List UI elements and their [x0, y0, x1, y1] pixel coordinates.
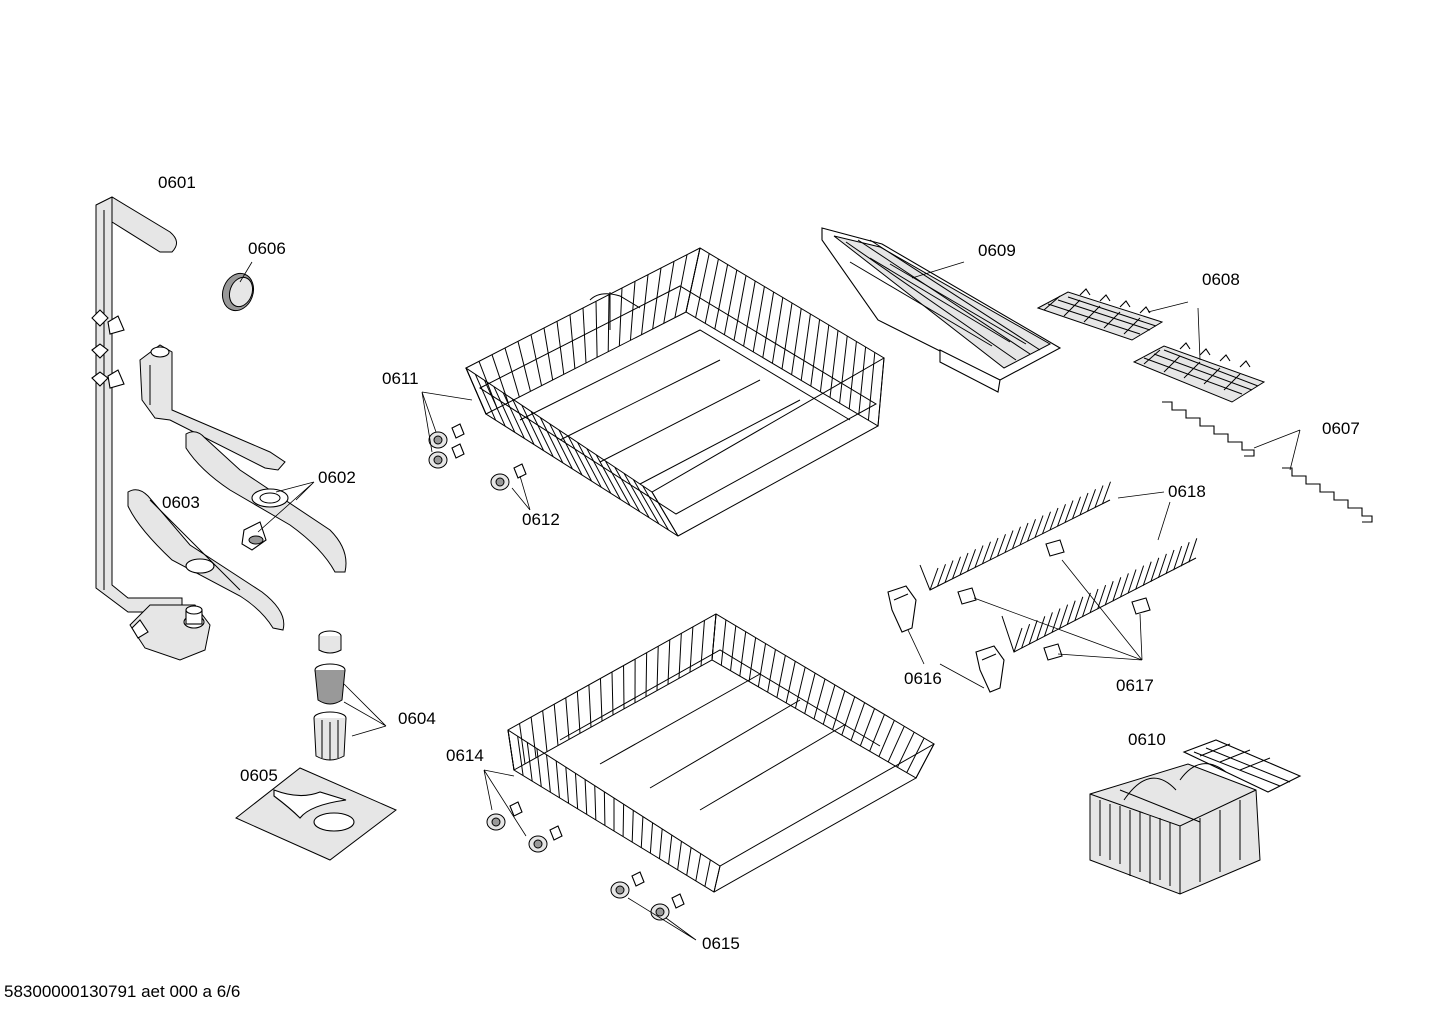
part-0618-tine-rows [919, 481, 1198, 653]
part-0612-upper-wheels [490, 463, 527, 491]
part-0607-step-clips [1162, 401, 1373, 523]
part-0605-flat-filter [235, 767, 397, 861]
part-0616-rack-stops [887, 585, 1005, 693]
part-0614-lower-wheels [486, 801, 563, 853]
part-0610-cutlery-basket [1089, 739, 1302, 895]
part-0604-filters [313, 630, 347, 761]
label-0607: 0607 [1322, 419, 1360, 438]
drawing-reference-code: 58300000130791 aet 000 a 6/6 [4, 982, 241, 1001]
leader-lines [239, 261, 1301, 941]
label-0616: 0616 [904, 669, 942, 688]
label-0612: 0612 [522, 510, 560, 529]
label-0618: 0618 [1168, 482, 1206, 501]
label-0609: 0609 [978, 241, 1016, 260]
part-0606-nozzle [221, 272, 255, 312]
part-0615-lower-wheels [610, 871, 685, 921]
label-0606: 0606 [248, 239, 286, 258]
label-0601: 0601 [158, 173, 196, 192]
part-0617-clips [957, 539, 1151, 661]
label-0611: 0611 [382, 369, 419, 388]
part-0609-cutlery-tray [821, 227, 1062, 393]
label-0615: 0615 [702, 934, 740, 953]
label-0608: 0608 [1202, 270, 1240, 289]
part-0603-lower-spray-arm [127, 489, 285, 631]
lower-basket [507, 613, 935, 893]
part-0608-clip-racks [1036, 288, 1266, 403]
upper-basket [465, 247, 885, 537]
part-0611-upper-wheels [428, 423, 465, 469]
label-0605: 0605 [240, 766, 278, 785]
part-0601-supply-pipe [91, 196, 211, 661]
label-0617: 0617 [1116, 676, 1154, 695]
part-0602-upper-spray-arm [185, 431, 347, 573]
label-0610: 0610 [1128, 730, 1166, 749]
label-0602: 0602 [318, 468, 356, 487]
part-spray-arm-holder [139, 344, 286, 471]
label-0614: 0614 [446, 746, 484, 765]
label-0604: 0604 [398, 709, 436, 728]
label-0603: 0603 [162, 493, 200, 512]
